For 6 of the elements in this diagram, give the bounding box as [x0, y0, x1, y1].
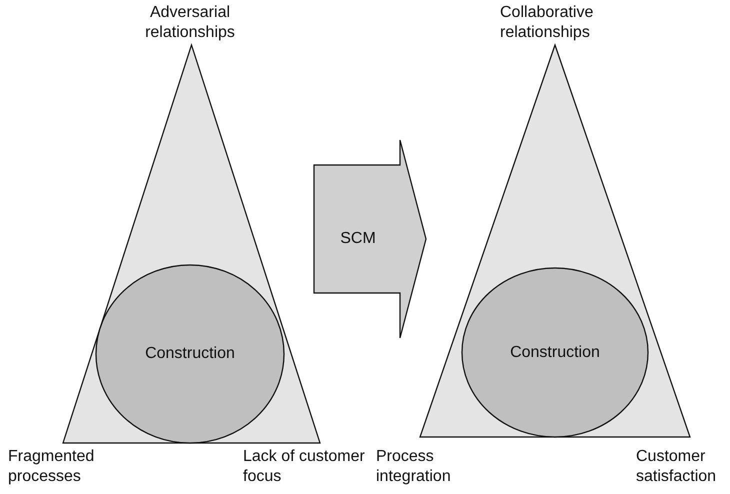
corner-label: Customer satisfaction	[636, 447, 718, 487]
corner-label: Fragmented processes	[8, 447, 96, 487]
corner-label: Process integration	[376, 447, 452, 487]
corner-label: Adversarial relationships	[144, 3, 236, 43]
corner-label: Lack of customer focus	[243, 447, 366, 487]
corner-label: Collaborative relationships	[500, 3, 594, 43]
